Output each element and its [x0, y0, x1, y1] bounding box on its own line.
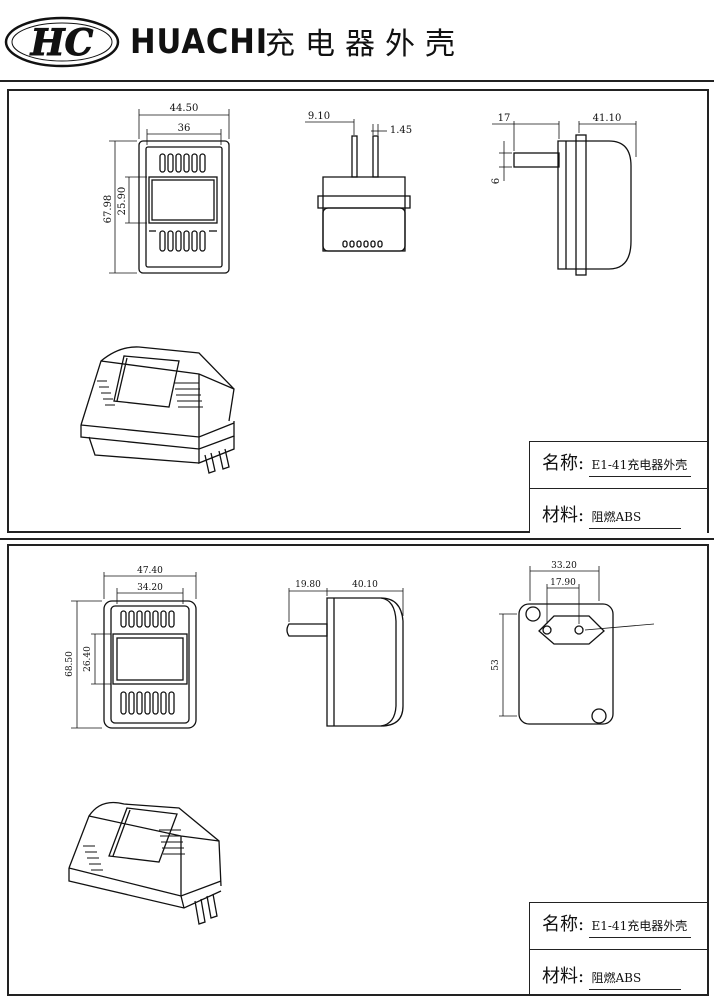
logo-text: HUACHI	[130, 22, 269, 62]
name-value: E1-41充电器外壳	[589, 916, 692, 938]
logo-monogram: HC	[30, 22, 94, 64]
isometric-view	[80, 346, 235, 474]
dim-width-inner: 36	[178, 123, 191, 134]
material-label: 材料:	[542, 505, 585, 526]
plug-side-view	[317, 135, 411, 252]
dim-pin-spacing: 9.10	[308, 111, 330, 122]
hc-logo-icon: HC	[4, 16, 120, 68]
panel-divider	[0, 538, 714, 540]
dim-width-outer-2: 47.40	[137, 566, 163, 576]
dim-pin-thickness: 1.45	[390, 125, 412, 136]
dim-pin-length-2: 19.80	[295, 580, 321, 590]
dim-pin-width: 6	[491, 178, 502, 184]
front-view	[138, 140, 230, 274]
dim-pin-length: 17	[498, 113, 511, 124]
name-label: 名称:	[542, 453, 585, 474]
name-label: 名称:	[542, 914, 585, 935]
product-title: 充电器外壳	[265, 27, 465, 62]
dim-height: 67.98	[103, 195, 114, 224]
technical-drawing-top: 44.50 36 67.98 25.90 9.10 1.45 17 41.10 …	[80, 103, 637, 474]
info-divider	[530, 488, 707, 489]
dim-window-height: 25.90	[117, 187, 128, 216]
material-value: 阻燃ABS	[589, 507, 682, 529]
dim-back-height: 53	[491, 659, 501, 671]
header: HC HUACHI 充电器外壳	[0, 0, 714, 82]
name-value: E1-41充电器外壳	[589, 455, 692, 477]
dim-width-inner-2: 34.20	[137, 583, 163, 593]
technical-drawing-bottom: 47.40 34.20 68.50 26.40 19.80 40.10 33.2…	[65, 561, 655, 925]
info-box-top: 名称: E1-41充电器外壳 材料: 阻燃ABS	[529, 441, 707, 533]
back-view-2	[518, 603, 655, 725]
material-value: 阻燃ABS	[589, 968, 682, 990]
side-view	[513, 134, 632, 276]
drawing-panel-bottom: 47.40 34.20 68.50 26.40 19.80 40.10 33.2…	[7, 544, 709, 996]
dim-back-pin-spacing: 17.90	[550, 578, 576, 588]
info-divider	[530, 949, 707, 950]
front-view-2	[103, 600, 197, 729]
material-label: 材料:	[542, 966, 585, 987]
dim-height-2: 68.50	[65, 651, 75, 677]
dim-window-height-2: 26.40	[83, 646, 93, 672]
dim-depth-2: 40.10	[352, 580, 378, 590]
side-view-2	[286, 597, 404, 727]
info-box-bottom: 名称: E1-41充电器外壳 材料: 阻燃ABS	[529, 902, 707, 994]
header-divider	[0, 80, 714, 82]
dim-back-width: 33.20	[551, 561, 577, 571]
drawing-panel-top: 44.50 36 67.98 25.90 9.10 1.45 17 41.10 …	[7, 89, 709, 533]
isometric-view-2	[68, 801, 222, 925]
dim-width-outer: 44.50	[170, 103, 199, 114]
dim-depth: 41.10	[593, 113, 622, 124]
